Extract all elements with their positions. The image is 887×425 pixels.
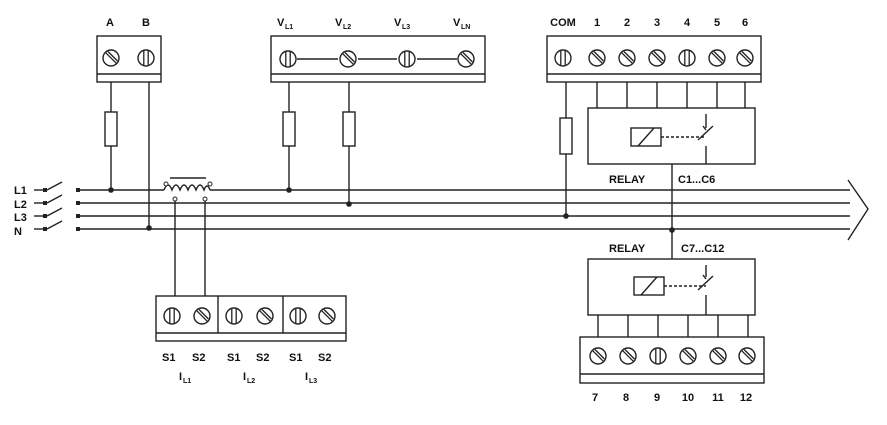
terminal-block-current [155,295,347,342]
relay-coil-icon [630,127,706,147]
svg-text:LN: LN [461,24,470,31]
relay-bottom-contacts: C7...C12 [681,243,724,255]
screw-icon [225,307,243,325]
screw-icon [256,307,274,325]
terminal-label-s2-l3: S2 [318,352,331,364]
screw-icon [678,49,696,67]
terminal-block-top-relay: COM 1 2 3 4 5 6 [546,17,762,83]
screw-icon [588,49,606,67]
voltage-label-vln: V LN [453,17,470,31]
voltage-label-vl3: V L3 [394,17,410,31]
line-label-l1: L1 [14,185,27,197]
current-terminal-labels: S1 S2 S1 S2 S1 S2 I L1 I L2 I L3 [162,352,331,385]
screw-icon [102,49,120,67]
screw-icon [589,347,607,365]
terminal-label-1: 1 [594,17,600,29]
screw-icon [398,50,416,68]
svg-text:V: V [453,17,461,29]
screw-icon [736,49,754,67]
terminal-label-10: 10 [682,392,694,404]
screw-icon [554,49,572,67]
voltage-label-vl2: V L2 [335,17,351,31]
screw-icon [618,49,636,67]
terminal-label-3: 3 [654,17,660,29]
terminal-label-4: 4 [684,17,691,29]
relay-bottom-name: RELAY [609,243,646,255]
svg-text:I: I [179,371,182,383]
terminal-label-5: 5 [714,17,720,29]
relay-top-name: RELAY [609,174,646,186]
svg-text:I: I [243,371,246,383]
fuse-icon [342,111,356,147]
direction-arrow-icon [847,179,869,241]
fuse-icon [559,117,573,155]
terminal-label-s2-l1: S2 [192,352,205,364]
terminal-label-a: A [106,17,114,29]
svg-text:L1: L1 [285,24,293,31]
screw-icon [279,50,297,68]
svg-text:L2: L2 [343,24,351,31]
terminal-label-8: 8 [623,392,629,404]
terminal-label-11: 11 [712,392,724,404]
relay-top-contacts: C1...C6 [678,174,715,186]
terminal-label-9: 9 [654,392,660,404]
main-lines [34,179,869,241]
relay-coil-icon [633,276,706,296]
screw-icon [193,307,211,325]
screw-icon [679,347,697,365]
screw-icon [289,307,307,325]
current-label-il3: I L3 [305,371,317,385]
svg-text:L3: L3 [309,378,317,385]
terminal-block-bottom-relay: 7 8 9 10 11 12 [579,336,765,404]
terminal-label-s1-l1: S1 [162,352,175,364]
screw-icon [457,50,475,68]
relay-contact-icon [697,265,714,315]
relay-top [587,107,756,165]
screw-icon [339,50,357,68]
terminal-label-s2-l2: S2 [256,352,269,364]
line-label-l3: L3 [14,212,27,224]
terminal-block-voltage: V L1 V L2 V L3 V LN [270,17,486,83]
screw-icon [649,347,667,365]
screw-icon [619,347,637,365]
voltage-label-vl1: V L1 [277,17,293,31]
line-label-l2: L2 [14,199,27,211]
fuse-icon [104,111,118,147]
current-label-il1: I L1 [179,371,191,385]
current-transformer-icon [163,177,213,202]
terminal-label-com: COM [550,17,576,29]
terminal-label-b: B [142,17,150,29]
terminal-label-6: 6 [742,17,748,29]
terminal-label-s1-l2: S1 [227,352,240,364]
terminal-label-2: 2 [624,17,630,29]
svg-text:L1: L1 [183,378,191,385]
terminal-block-ab: A B [96,17,162,83]
svg-text:V: V [335,17,343,29]
svg-text:V: V [277,17,285,29]
svg-text:V: V [394,17,402,29]
terminal-label-s1-l3: S1 [289,352,302,364]
screw-icon [318,307,336,325]
screw-icon [648,49,666,67]
relay-contact-icon [697,114,714,164]
line-labels: L1 L2 L3 N [14,185,27,238]
fuse-icon [282,111,296,147]
svg-text:L2: L2 [247,378,255,385]
svg-text:L3: L3 [402,24,410,31]
terminal-label-12: 12 [740,392,752,404]
current-label-il2: I L2 [243,371,255,385]
svg-text:I: I [305,371,308,383]
terminal-label-7: 7 [592,392,598,404]
screw-icon [137,49,155,67]
screw-icon [708,49,726,67]
screw-icon [738,347,756,365]
screw-icon [163,307,181,325]
screw-icon [709,347,727,365]
relay-bottom [587,258,756,316]
line-label-n: N [14,226,22,238]
